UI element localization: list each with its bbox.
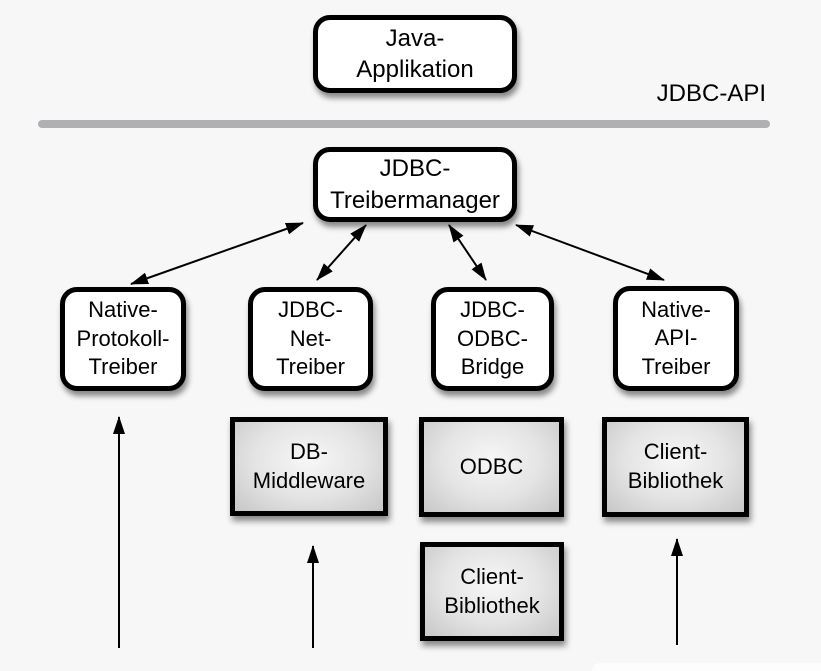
node-label: DB- Middleware: [252, 438, 366, 493]
node-jdbc-treibermanager: JDBC- Treibermanager: [313, 147, 517, 222]
node-jdbc-odbc-bridge: JDBC- ODBC- Bridge: [431, 287, 554, 391]
node-label: JDBC- Treibermanager: [330, 155, 500, 214]
partial-box-bottom-right: [592, 663, 821, 671]
node-native-api-treiber: Native- API- Treiber: [613, 286, 739, 391]
arrow-treibermanager-jdbc-odbc: [448, 224, 487, 281]
node-label: Java- Applikation: [356, 24, 474, 83]
node-db-middleware: DB- Middleware: [230, 417, 388, 516]
arrow-treibermanager-native-api: [515, 224, 665, 281]
jdbc-api-divider-bar: [38, 120, 770, 128]
arrow-treibermanager-native-protokoll: [130, 222, 304, 285]
node-java-applikation: Java- Applikation: [313, 15, 517, 93]
jdbc-api-label: JDBC-API: [656, 80, 766, 107]
node-label: Native- Protokoll- Treiber: [76, 297, 170, 380]
node-label: Client- Bibliothek: [627, 439, 724, 493]
node-odbc: ODBC: [419, 417, 564, 517]
node-client-bibliothek-right: Client- Bibliothek: [602, 417, 749, 517]
node-label: Native- API- Treiber: [641, 296, 711, 379]
node-jdbc-net-treiber: JDBC- Net- Treiber: [248, 287, 373, 391]
node-label: ODBC: [459, 453, 524, 479]
node-native-protokoll-treiber: Native- Protokoll- Treiber: [60, 287, 186, 391]
node-label: Client- Bibliothek: [444, 563, 540, 618]
node-client-bibliothek-middle: Client- Bibliothek: [420, 542, 564, 641]
node-label: JDBC- Net- Treiber: [276, 297, 345, 380]
node-label: JDBC- ODBC- Bridge: [457, 297, 528, 380]
arrow-treibermanager-jdbc-net: [316, 224, 367, 281]
